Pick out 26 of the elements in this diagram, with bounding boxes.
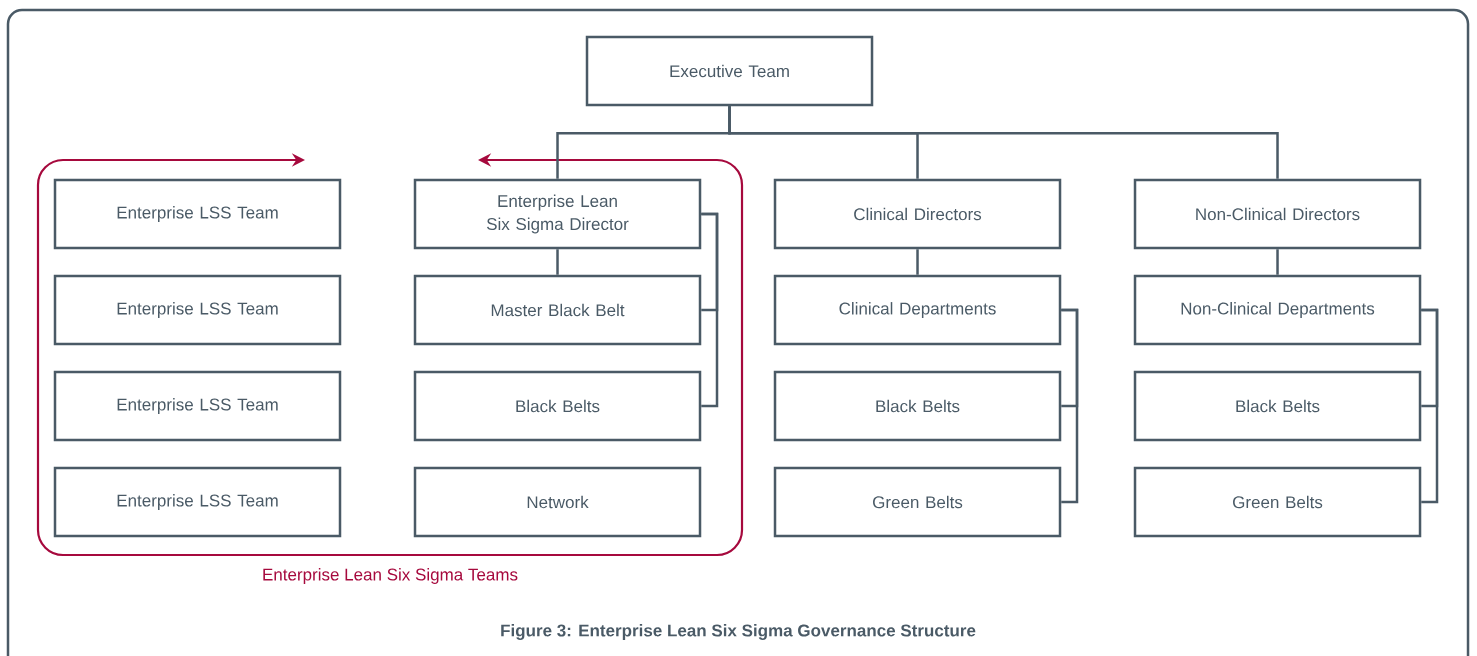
connector	[916, 249, 919, 275]
connector	[728, 106, 1279, 179]
box: Green Belts	[773, 466, 1062, 538]
caption: Figure 3: Enterprise Lean Six Sigma Governance Structure	[501, 624, 976, 640]
connector	[1061, 308, 1079, 504]
box: Clinical Directors	[773, 178, 1062, 250]
node-label: Enterprise Lean Six Sigma Teams	[263, 568, 518, 584]
box: Black Belts	[1133, 370, 1422, 442]
box: Clinical Departments	[773, 274, 1062, 346]
connector	[701, 212, 719, 408]
box: Executive Team	[585, 35, 874, 107]
box: Non-Clinical Directors	[1133, 178, 1422, 250]
connector	[1421, 308, 1439, 504]
box: Network	[413, 466, 702, 538]
box: Master Black Belt	[413, 274, 702, 346]
connector	[1276, 249, 1279, 275]
connector	[556, 249, 559, 275]
box: Enterprise LSS Team	[53, 466, 342, 538]
box: Enterprise LSS Team	[53, 274, 342, 346]
box: Enterprise LSS Team	[53, 178, 342, 250]
box: Black Belts	[413, 370, 702, 442]
box: Enterprise LSS Team	[53, 370, 342, 442]
box: Black Belts	[773, 370, 1062, 442]
box: Non-Clinical Departments	[1133, 274, 1422, 346]
box: Green Belts	[1133, 466, 1422, 538]
box: Enterprise Lean Six Sigma Director	[413, 178, 702, 250]
